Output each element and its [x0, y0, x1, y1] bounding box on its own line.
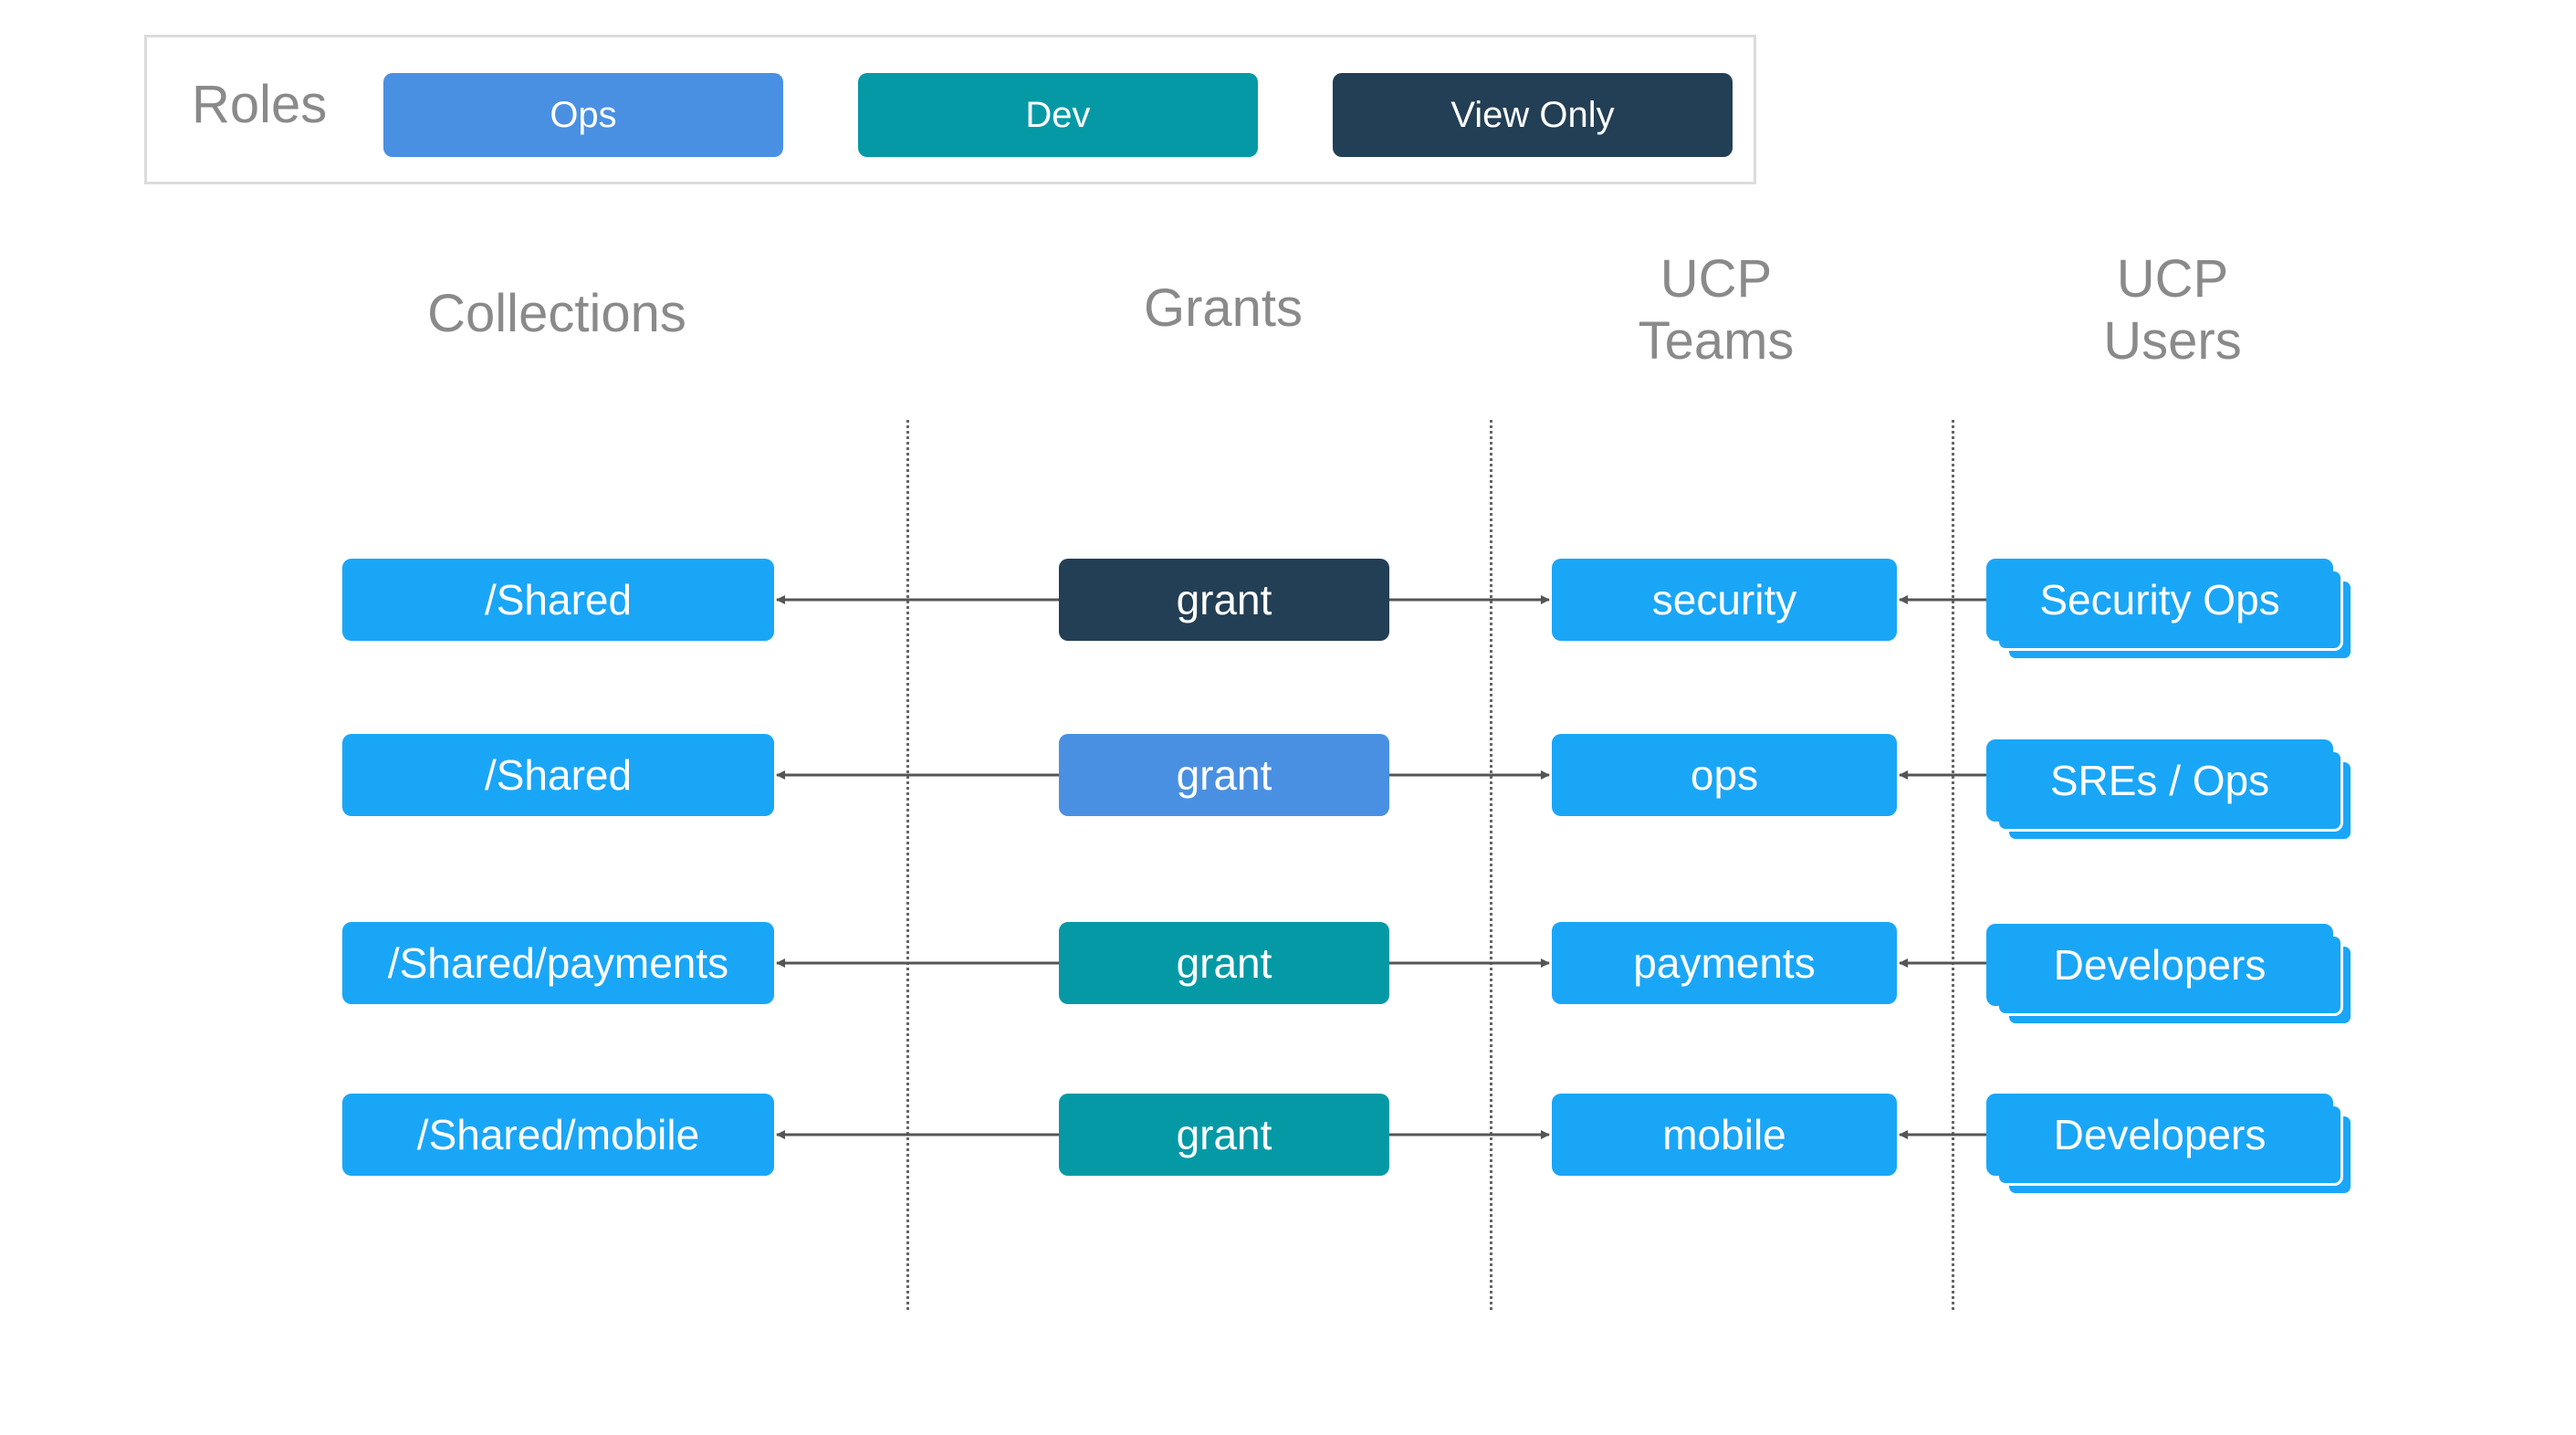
user-group-label: Security Ops [1986, 559, 2333, 641]
divider-grants-teams [1490, 420, 1492, 1310]
divider-collections-grants [906, 420, 909, 1310]
collection-node: /Shared [342, 734, 774, 816]
grant-node: grant [1059, 559, 1389, 641]
divider-teams-users [1952, 420, 1954, 1310]
collection-node: /Shared/mobile [342, 1094, 774, 1176]
grant-node: grant [1059, 734, 1389, 816]
user-group-stack: SREs / Ops [1986, 739, 2355, 847]
user-group-label: SREs / Ops [1986, 739, 2333, 822]
team-node: mobile [1552, 1094, 1897, 1176]
collection-node: /Shared [342, 559, 774, 641]
header-ucp-teams: UCP Teams [1638, 249, 1795, 371]
team-node: payments [1552, 922, 1897, 1004]
user-group-stack: Developers [1986, 924, 2355, 1032]
header-collections: Collections [427, 284, 686, 343]
header-ucp-users: UCP Users [2103, 249, 2242, 371]
roles-legend-title: Roles [192, 75, 328, 134]
collection-node: /Shared/payments [342, 922, 774, 1004]
user-group-label: Developers [1986, 924, 2333, 1006]
grant-node: grant [1059, 922, 1389, 1004]
user-group-stack: Security Ops [1986, 559, 2355, 666]
header-grants: Grants [1143, 278, 1304, 338]
role-ops: Ops [383, 73, 783, 157]
user-group-label: Developers [1986, 1094, 2333, 1176]
team-node: ops [1552, 734, 1897, 816]
team-node: security [1552, 559, 1897, 641]
user-group-stack: Developers [1986, 1094, 2355, 1201]
role-dev: Dev [858, 73, 1258, 157]
grant-node: grant [1059, 1094, 1389, 1176]
role-view-only: View Only [1333, 73, 1733, 157]
